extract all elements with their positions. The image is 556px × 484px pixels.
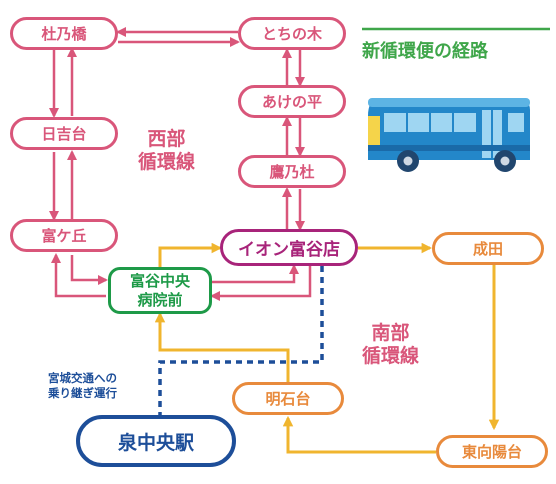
transfer-note: 宮城交通への 乗り継ぎ運行 [48,371,117,401]
stop-akenotaira[interactable]: あけの平 [238,85,346,118]
west-line-label: 西部 循環線 [138,128,195,174]
south-line-label: 南部 循環線 [362,322,419,368]
bus-icon [368,98,530,172]
arrow-tomigaoka-to-hospital [70,255,108,285]
transfer-note-line1: 宮城交通への [48,371,117,385]
stop-morinohashi[interactable]: 杜乃橋 [10,17,118,50]
diagram-title: 新循環便の経路 [362,41,488,62]
west-line-label-1: 西部 [147,128,186,150]
stop-higashimukaihinatadai[interactable]: 東向陽台 [436,435,548,468]
transfer-note-line2: 乗り継ぎ運行 [48,386,117,400]
stop-akashidai[interactable]: 明石台 [232,382,344,415]
arrow-hospital-to-aeon [158,242,223,270]
stop-aeon-tomiya[interactable]: イオン富谷店 [220,229,358,266]
arrow-higashimukaihinatadai-to-akashidai [282,415,436,454]
west-loop-lines [49,27,312,301]
arrow-hospital-to-tomigaoka [51,253,106,298]
arrow-akashidai-to-hospital [154,311,290,382]
west-line-label-2: 循環線 [138,151,196,173]
stop-narita[interactable]: 成田 [432,232,544,265]
arrow-aeon-to-hospital [210,266,312,301]
south-line-label-1: 南部 [371,322,410,344]
stop-takanosugi[interactable]: 鷹乃杜 [238,155,346,188]
stop-tomiya-chuo-hospital[interactable]: 富谷中央 病院前 [108,267,212,314]
stop-hiyoshidai[interactable]: 日吉台 [10,117,118,150]
arrow-hospital-to-aeon [212,264,299,284]
stop-hospital-line1: 富谷中央 [129,271,190,290]
stop-hospital-line2: 病院前 [137,290,183,309]
stop-tochinoki[interactable]: とちの木 [238,17,346,50]
south-loop-lines [154,242,500,454]
south-line-label-2: 循環線 [362,345,420,367]
transfer-dashed-line [158,266,324,415]
stop-izumi-chuo-station[interactable]: 泉中央駅 [76,415,236,467]
stop-tomigaoka[interactable]: 富ケ丘 [10,219,118,252]
